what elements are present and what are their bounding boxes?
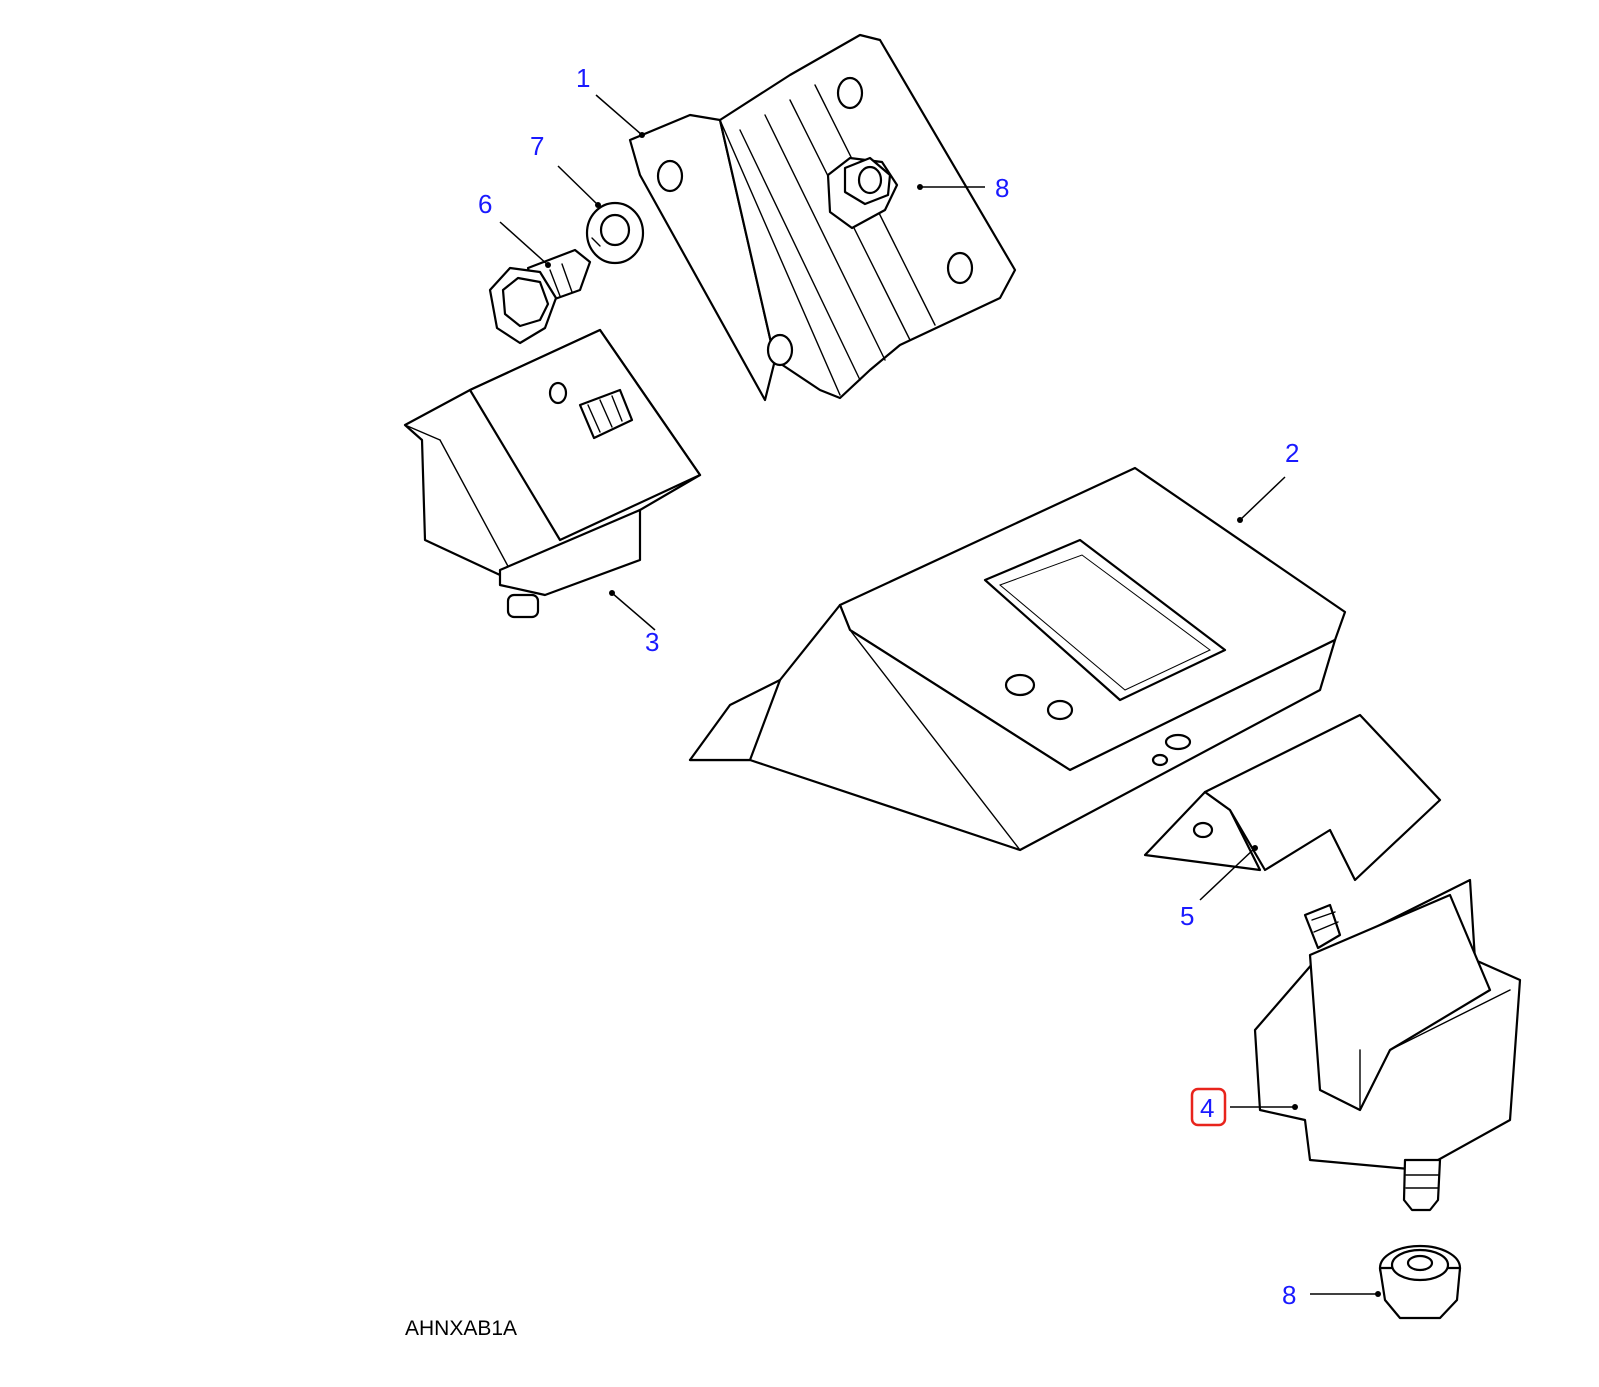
part-7-spring-washer[interactable] (585, 201, 645, 265)
callout-3[interactable]: 3 (645, 627, 659, 657)
callout-7[interactable]: 7 (530, 131, 544, 161)
part-8-flange-nut-top[interactable] (826, 156, 899, 230)
callout-5[interactable]: 5 (1180, 901, 1194, 931)
leader-lines (499, 94, 1381, 1297)
callout-6[interactable]: 6 (478, 189, 492, 219)
callout-8-bottom[interactable]: 8 (1282, 1280, 1296, 1310)
part-5-angle-bracket[interactable] (1143, 713, 1442, 882)
callout-labels: 1 7 6 8 2 3 5 4 8 (478, 63, 1299, 1310)
part-4-rubber-mount[interactable] (1253, 878, 1522, 1212)
part-8-flange-nut-bottom[interactable] (1378, 1244, 1462, 1320)
part-3-rubber-mount[interactable] (403, 328, 702, 619)
part-1-bracket[interactable] (628, 33, 1017, 402)
callout-4-highlight-box (1190, 1087, 1227, 1127)
callout-4[interactable]: 4 (1200, 1093, 1214, 1123)
figure-code: AHNXAB1A (405, 1317, 517, 1340)
callout-8-top[interactable]: 8 (995, 173, 1009, 203)
part-6-hex-bolt[interactable] (488, 248, 592, 345)
callout-1[interactable]: 1 (576, 63, 590, 93)
callout-2[interactable]: 2 (1285, 438, 1299, 468)
part-2-main-bracket[interactable] (688, 466, 1347, 852)
